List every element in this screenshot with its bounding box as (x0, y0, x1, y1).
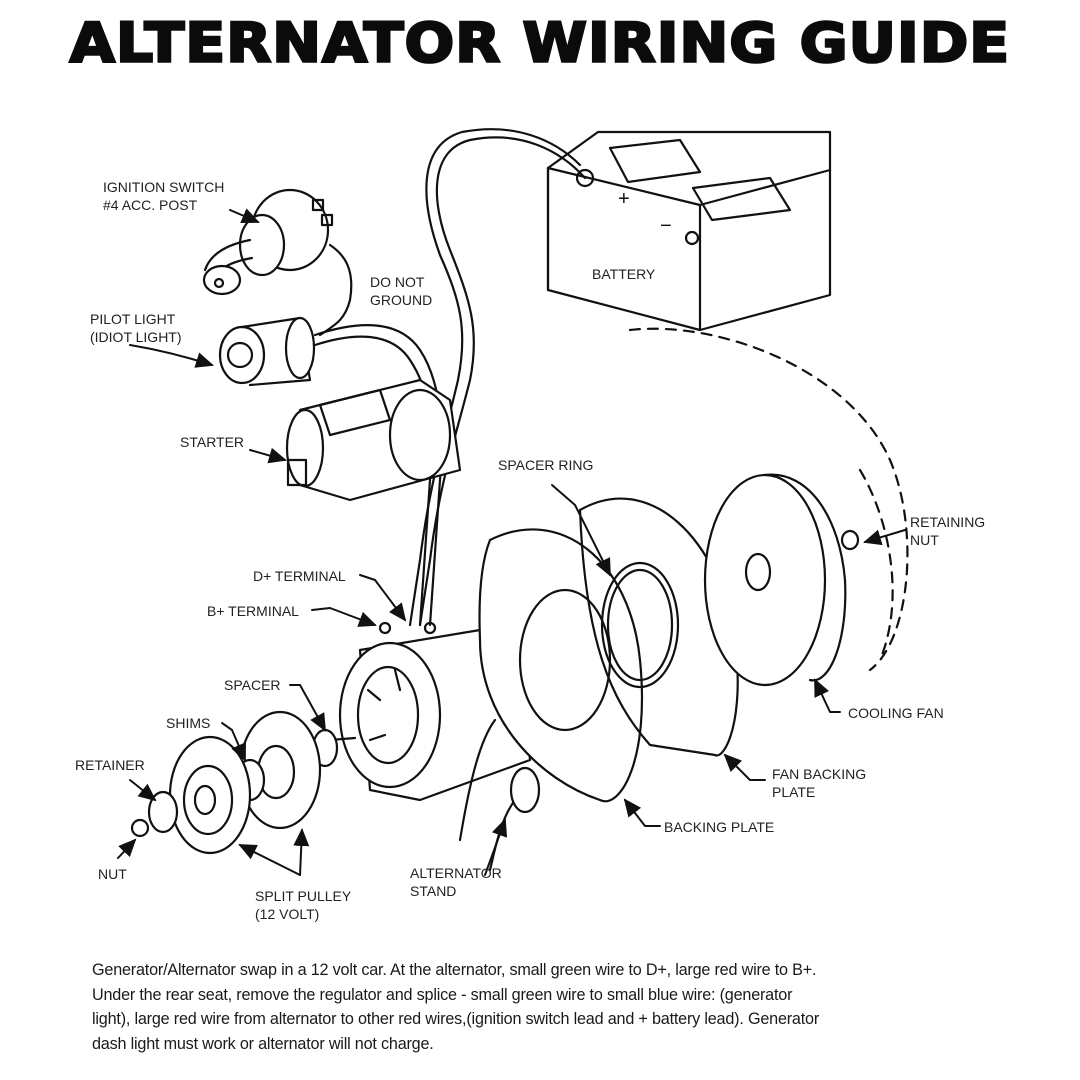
backing-plate (478, 528, 644, 803)
label-alternator-stand: ALTERNATOR STAND (410, 865, 502, 899)
label-spacer: SPACER (224, 677, 281, 693)
battery: + − (546, 130, 832, 332)
label-do-not-ground: DO NOT GROUND (370, 274, 433, 308)
label-retaining-nut: RETAINING NUT (910, 514, 986, 548)
label-shims: SHIMS (166, 715, 211, 731)
label-backing-plate: BACKING PLATE (664, 819, 775, 835)
cooling-fan (628, 327, 909, 687)
label-cooling-fan: COOLING FAN (848, 705, 944, 721)
battery-minus-symbol: − (660, 215, 672, 237)
pulley-assembly (130, 710, 339, 855)
ignition-wire (318, 243, 353, 337)
ignition-switch (202, 188, 334, 296)
battery-plus-symbol: + (618, 188, 630, 210)
caption-text: Generator/Alternator swap in a 12 volt c… (92, 961, 820, 1053)
label-nut: NUT (98, 866, 127, 882)
fan-backing-plate (578, 497, 739, 757)
spacer-ring (600, 561, 680, 689)
label-split-pulley: SPLIT PULLEY (12 VOLT) (255, 888, 352, 922)
leader-arrows (117, 208, 906, 876)
label-pilot-light: PILOT LIGHT (IDIOT LIGHT) (90, 311, 182, 345)
label-d-plus-terminal: D+ TERMINAL (253, 568, 346, 584)
label-starter: STARTER (180, 434, 245, 450)
label-retainer: RETAINER (75, 757, 145, 773)
label-fan-backing-plate: FAN BACKING PLATE (772, 766, 867, 800)
diagram-title: ALTERNATOR WIRING GUIDE (68, 11, 1011, 77)
label-b-plus-terminal: B+ TERMINAL (207, 603, 299, 619)
pilot-light (218, 316, 316, 387)
label-ignition-switch: IGNITION SWITCH #4 ACC. POST (103, 179, 225, 213)
label-battery: BATTERY (592, 266, 656, 282)
label-spacer-ring: SPACER RING (498, 457, 594, 473)
starter-motor (285, 378, 462, 502)
